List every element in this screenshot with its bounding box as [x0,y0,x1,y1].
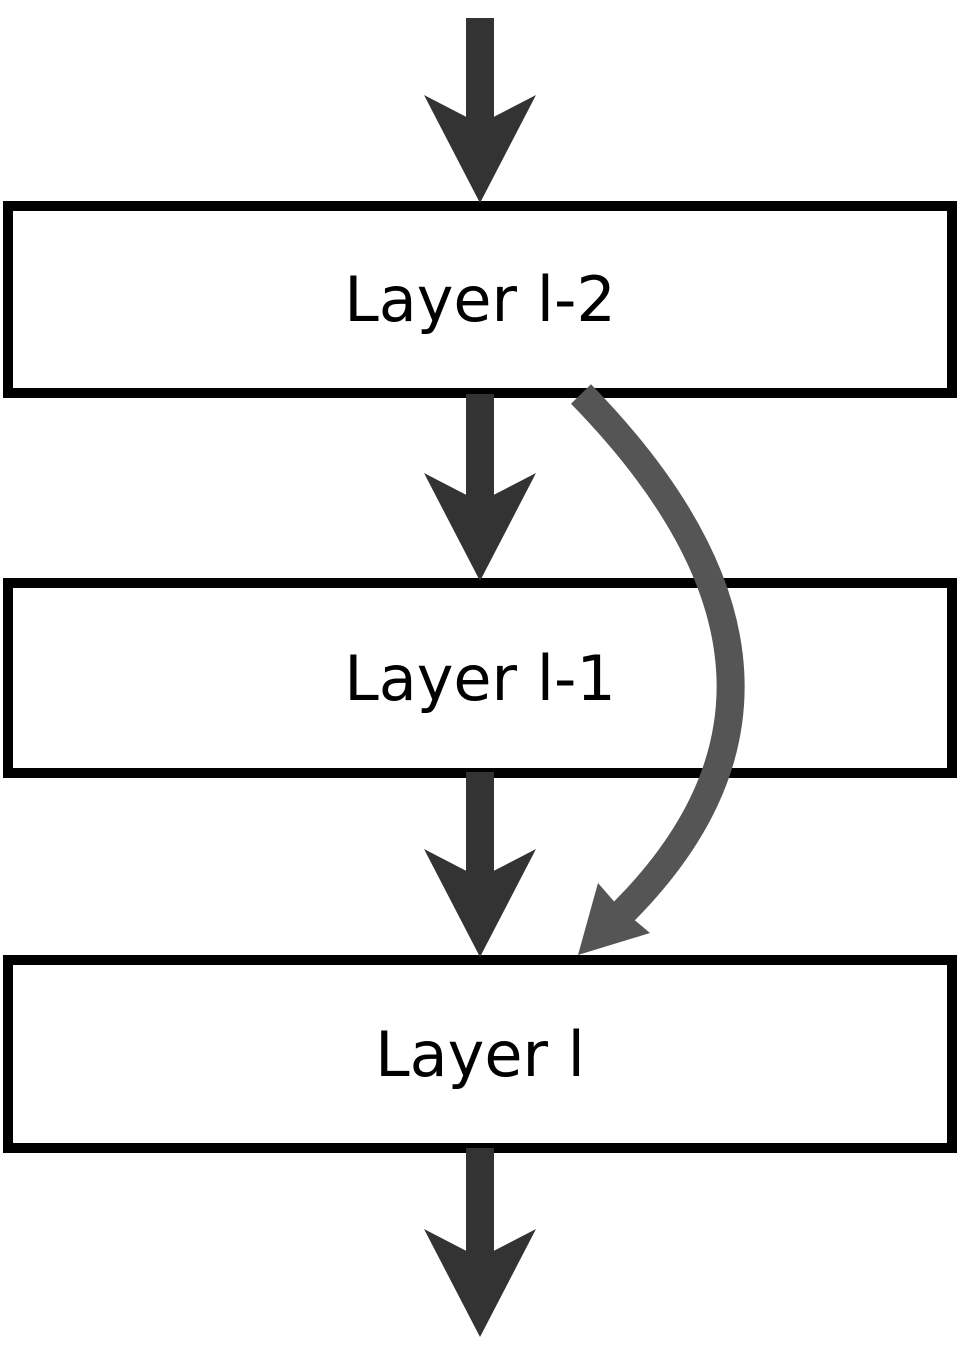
layer-box-l-2 [3,201,957,398]
layer-l-1-label: Layer l-1 [344,642,616,715]
layer-l-label: Layer l [375,1018,585,1091]
output-arrow-icon [424,1148,536,1337]
input-arrow-icon [424,18,536,203]
arrow-l-2-to-l-1-icon [424,394,536,581]
layer-box-l-1 [3,578,957,778]
skip-connection-arrowhead-icon [578,883,650,955]
skip-connection-arrow [570,384,745,936]
layer-l-2-label: Layer l-2 [344,263,616,336]
arrow-l-1-to-l-icon [424,772,536,957]
